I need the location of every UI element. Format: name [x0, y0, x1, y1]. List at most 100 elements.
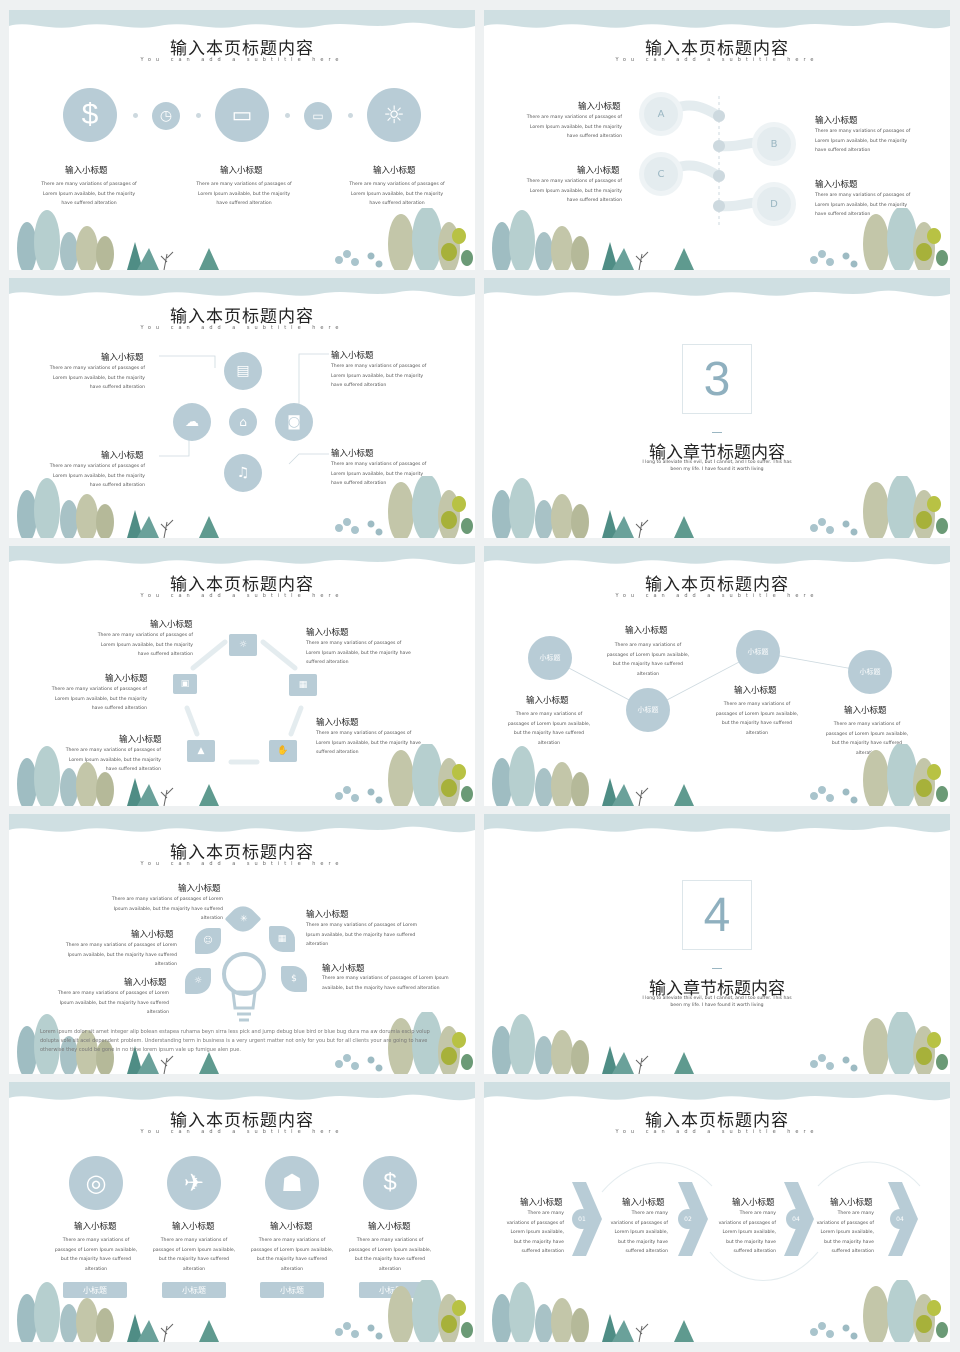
item-heading: 输入小标题: [322, 964, 365, 974]
wave-banner: [484, 10, 950, 32]
plant-decoration: [484, 744, 950, 806]
wave-banner: [9, 814, 475, 836]
section-text: I long to alleviate this evil, but I can…: [642, 996, 792, 1008]
circle-a: A: [639, 92, 683, 136]
page-title: 输入本页标题内容: [170, 575, 314, 595]
item-text: There are many variations of passages of…: [65, 943, 177, 968]
item-heading: 输入小标题: [625, 626, 668, 636]
item-text: There are many variations of passages of…: [196, 182, 292, 207]
item-heading: 输入小标题: [105, 674, 148, 684]
page-title: 输入本页标题内容: [170, 843, 314, 863]
item-heading: 输入小标题: [306, 910, 349, 920]
wave-banner: [9, 10, 475, 32]
zigzag-line: [549, 651, 871, 711]
section-title: 输入章节标题内容: [649, 979, 785, 999]
item-text: There are many variations of passages of…: [606, 643, 690, 677]
item-text: There are many variations of passages of…: [54, 1238, 138, 1272]
page-subtitle: You can add a subtitle here: [615, 1129, 819, 1135]
calendar-icon: ▦: [289, 674, 317, 696]
item-text: There are many variations of passages of…: [331, 364, 427, 389]
headphone-icon: ♫: [224, 454, 262, 492]
slide-1[interactable]: 输入本页标题内容 You can add a subtitle here $ ◷…: [9, 10, 475, 270]
slide-5[interactable]: 输入本页标题内容 You can add a subtitle here ☼ ▣…: [9, 546, 475, 806]
tablet-phone-icon: ▭: [215, 88, 269, 142]
target-icon: ◎: [69, 1156, 123, 1210]
item-heading: 输入小标题: [172, 1222, 215, 1232]
item-text: There are many variations of passages of…: [306, 923, 418, 948]
item-text: There are many variations of passages of…: [65, 748, 161, 773]
step-circle: 04: [786, 1209, 806, 1229]
item-heading: 输入小标题: [815, 180, 858, 190]
item-text: There are many variations of passages of…: [610, 1211, 668, 1255]
slide-4[interactable]: 3 输入章节标题内容 I long to alleviate this evil…: [484, 278, 950, 538]
label-button[interactable]: 小标题: [63, 1282, 127, 1298]
item-text: There are many variations of passages of…: [57, 991, 169, 1016]
item-text: There are many variations of passages of…: [41, 182, 137, 207]
item-text: There are many variations of passages of…: [526, 179, 622, 204]
item-heading: 输入小标题: [306, 628, 349, 638]
home-icon: ⌂: [229, 408, 257, 436]
lightbulb-icon: ☼: [367, 88, 421, 142]
plant-decoration: [484, 476, 950, 538]
item-text: There are many variations of passages of…: [815, 193, 911, 218]
page-title: 输入本页标题内容: [645, 575, 789, 595]
step-circle: 04: [890, 1209, 910, 1229]
money-bag-icon: $: [363, 1156, 417, 1210]
bulb-petal: ✳: [224, 900, 262, 938]
page-subtitle: You can add a subtitle here: [615, 593, 819, 599]
item-text: There are many variations of passages of…: [349, 182, 445, 207]
slide-8[interactable]: 4 输入章节标题内容 I long to alleviate this evil…: [484, 814, 950, 1074]
item-text: There are many variations of passages of…: [715, 702, 799, 736]
item-heading: 输入小标题: [830, 1198, 873, 1208]
item-text: There are many variations of passages of…: [51, 687, 147, 712]
plant-decoration: [484, 208, 950, 270]
item-heading: 输入小标题: [101, 353, 144, 363]
slide-3[interactable]: 输入本页标题内容 You can add a subtitle here ▤ ☁…: [9, 278, 475, 538]
item-heading: 输入小标题: [844, 706, 887, 716]
page-subtitle: You can add a subtitle here: [140, 1129, 344, 1135]
cycle-arrows: [184, 639, 304, 765]
item-heading: 输入小标题: [74, 1222, 117, 1232]
circle-d: D: [752, 182, 796, 226]
runner-icon: ✈: [167, 1156, 221, 1210]
item-heading: 输入小标题: [734, 686, 777, 696]
item-text: There are many variations of passages of…: [322, 976, 449, 991]
section-title: 输入章节标题内容: [649, 443, 785, 463]
item-text: There are many variations of passages of…: [331, 462, 427, 487]
wave-banner: [484, 814, 950, 836]
step-chevrons: [572, 1161, 921, 1281]
item-heading: 输入小标题: [331, 449, 374, 459]
item-heading: 输入小标题: [622, 1198, 665, 1208]
step-circle: 01: [572, 1209, 592, 1229]
slide-2[interactable]: 输入本页标题内容 You can add a subtitle here A B…: [484, 10, 950, 270]
page-subtitle: You can add a subtitle here: [140, 861, 344, 867]
chat-icon: ☺: [195, 928, 221, 954]
item-heading: 输入小标题: [270, 1222, 313, 1232]
label-button[interactable]: 小标题: [260, 1282, 324, 1298]
circle-c: C: [639, 152, 683, 196]
label-button[interactable]: 小标题: [162, 1282, 226, 1298]
item-text: There are many variations of passages of…: [250, 1238, 334, 1272]
wave-banner: [9, 278, 475, 300]
label-circle: 小标题: [736, 630, 780, 674]
money-hand-icon: $: [281, 966, 307, 992]
plant-decoration: [9, 744, 475, 806]
item-heading: 输入小标题: [815, 116, 858, 126]
slide-7[interactable]: 输入本页标题内容 You can add a subtitle here ✳ ☺…: [9, 814, 475, 1074]
slide-9[interactable]: 输入本页标题内容 You can add a subtitle here ◎ ✈…: [9, 1082, 475, 1342]
item-heading: 输入小标题: [373, 166, 416, 176]
slide-10[interactable]: 输入本页标题内容 You can add a subtitle here 01 …: [484, 1082, 950, 1342]
slide-6[interactable]: 输入本页标题内容 You can add a subtitle here 小标题…: [484, 546, 950, 806]
item-heading: 输入小标题: [520, 1198, 563, 1208]
item-text: There are many variations of passages of…: [348, 1238, 432, 1272]
section-number: 4: [682, 880, 752, 950]
page-subtitle: You can add a subtitle here: [140, 593, 344, 599]
monitor-icon: ▭: [304, 102, 332, 130]
item-heading: 输入小标题: [101, 451, 144, 461]
circle-b: B: [752, 122, 796, 166]
item-text: There are many variations of passages of…: [49, 366, 145, 391]
plant-decoration: [9, 1280, 475, 1342]
item-heading: 输入小标题: [119, 735, 162, 745]
item-heading: 输入小标题: [526, 696, 569, 706]
cloud-icon: ☁: [173, 403, 211, 441]
